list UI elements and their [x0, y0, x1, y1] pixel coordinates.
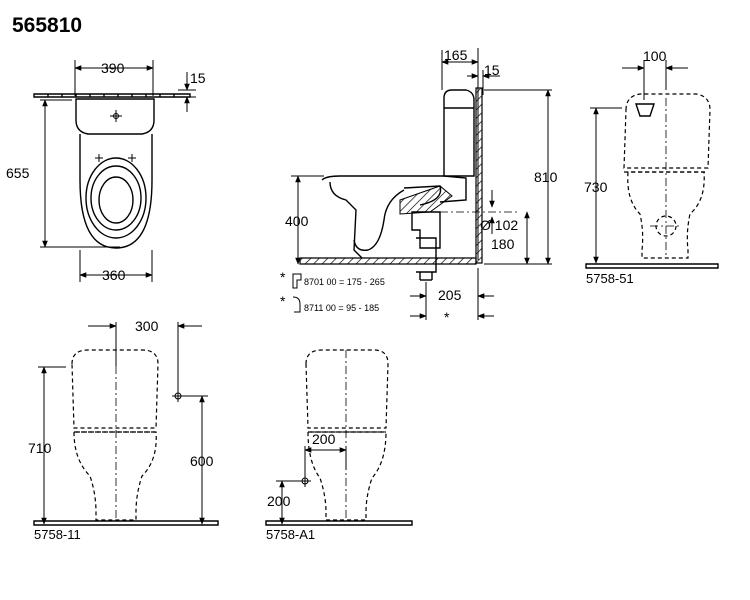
pipe-bend-icon — [292, 296, 301, 313]
a1-code: 5758-A1 — [266, 527, 315, 542]
rear11-code: 5758-11 — [34, 527, 81, 542]
note-1-star: * — [280, 269, 286, 285]
pipe-adapter-icon — [292, 273, 302, 289]
side-165-label: 165 — [444, 47, 468, 63]
rear11-height-left-label: 710 — [28, 440, 52, 456]
note-2-star: * — [280, 293, 286, 309]
side-star-label: * — [444, 309, 450, 325]
side-180-label: 180 — [491, 236, 515, 252]
rear-view-51: 100 730 5758-51 — [584, 48, 719, 286]
drawing-title: 565810 — [12, 14, 83, 37]
top-depth-label: 15 — [190, 70, 206, 86]
side-810-label: 810 — [534, 169, 558, 185]
note-2-text: 8711 00 = 95 - 185 — [304, 303, 379, 313]
rear51-width-label: 100 — [643, 48, 667, 64]
inlet-icon — [299, 475, 311, 487]
rear51-height-label: 730 — [584, 179, 608, 195]
top-bottom-width-label: 360 — [102, 267, 126, 283]
top-view: 390 15 655 360 — [6, 60, 206, 283]
rear-view-a1: 200 200 5758-A1 — [265, 349, 413, 542]
flush-valve-icon — [635, 103, 655, 117]
side-15-label: 15 — [484, 62, 500, 78]
top-width-label: 390 — [101, 60, 125, 76]
rear-view-11: 300 710 600 5758-11 — [28, 318, 219, 542]
top-depth-total-label: 655 — [6, 165, 30, 181]
a1-height-label: 200 — [267, 493, 291, 509]
side-pipe-label: Ø 102 — [480, 217, 518, 233]
rear11-height-right-label: 600 — [190, 453, 214, 469]
rear11-width-label: 300 — [135, 318, 159, 334]
note-1-text: 8701 00 = 175 - 265 — [304, 277, 385, 287]
side-view: 165 15 400 810 Ø 102 180 — [280, 47, 558, 325]
a1-width-label: 200 — [312, 431, 336, 447]
inlet-icon — [172, 390, 184, 402]
rear51-code: 5758-51 — [586, 271, 634, 286]
side-400-label: 400 — [285, 213, 309, 229]
side-205-label: 205 — [438, 287, 462, 303]
